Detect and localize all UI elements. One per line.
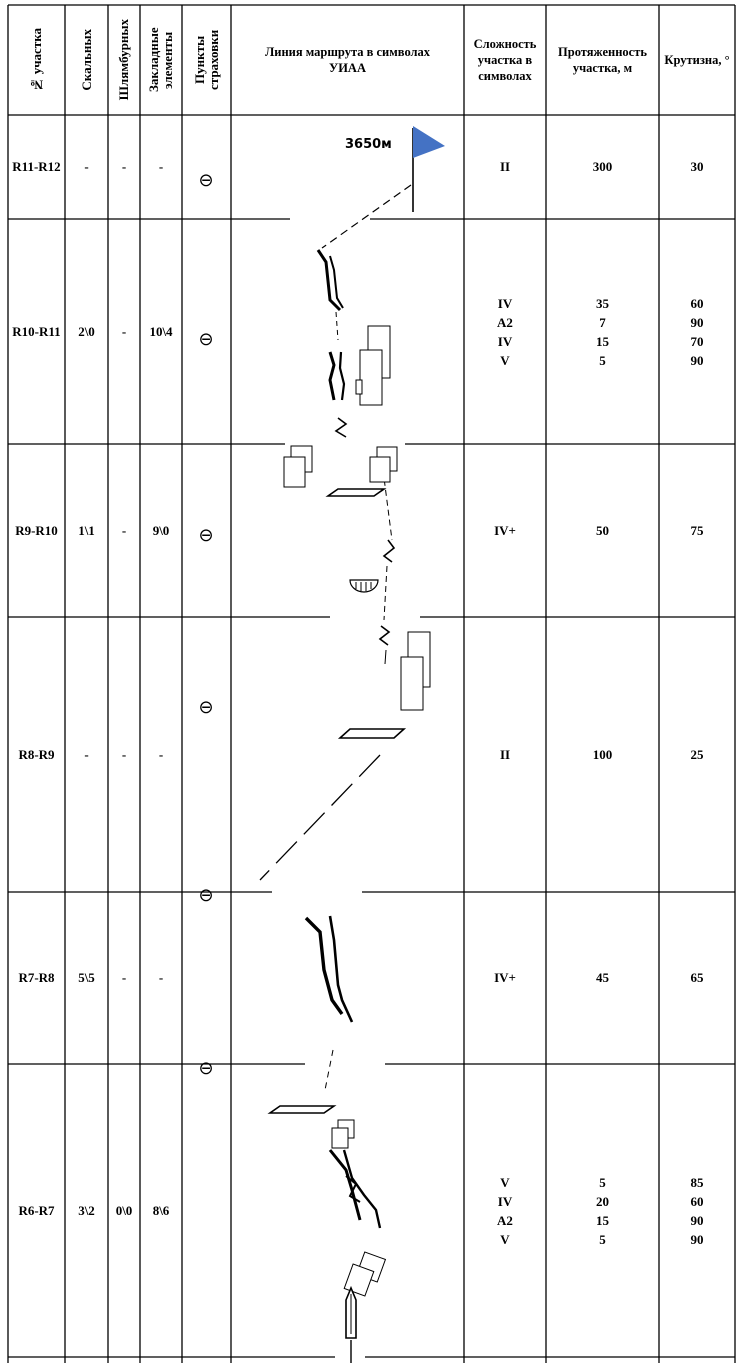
cell-difficulty: II: [499, 746, 511, 762]
cell-bolts: -: [121, 522, 127, 538]
cell-steepness: 25: [690, 746, 704, 762]
summit-flag-icon: [412, 126, 445, 212]
cell-chocks: 10\4: [149, 323, 173, 339]
cell-chocks: 8\6: [152, 1202, 170, 1218]
cell-segment: R8-R9: [18, 746, 55, 762]
cell-steepness: 85 60 90 90: [690, 1174, 704, 1247]
header-route-line: Линия маршрута в символах УИАА: [264, 45, 431, 75]
summit-altitude-label: 3650м: [345, 137, 392, 152]
cell-bolts: -: [121, 970, 127, 985]
cell-steepness: 30: [690, 159, 704, 174]
cell-rock: -: [84, 746, 89, 762]
cell-difficulty: IV A2 IV V: [497, 295, 513, 368]
cell-segment: R10-R11: [12, 323, 61, 339]
cell-segment: R11-R12: [12, 159, 61, 174]
cell-rock: 3\2: [78, 1202, 95, 1218]
belay-point-icon: ⊖: [198, 1058, 213, 1079]
cell-length: 5 20 15 5: [596, 1174, 609, 1247]
cell-rock: 1\1: [78, 522, 95, 538]
cell-bolts: -: [121, 159, 127, 174]
header-chocks: Закладные элементы: [146, 27, 175, 93]
cell-steepness: 65: [690, 970, 704, 985]
rock-block-symbols: [283, 325, 431, 1297]
cell-length: 35 7 15 5: [596, 295, 609, 368]
cell-bolts: -: [121, 746, 127, 762]
cell-difficulty: V IV A2 V: [497, 1174, 513, 1247]
cell-segment: R7-R8: [18, 970, 55, 985]
header-segment: № участка: [28, 27, 44, 93]
header-bolts: Шлямбурных: [116, 19, 131, 101]
cell-difficulty: II: [499, 159, 511, 174]
belay-point-icons: ⊖ ⊖ ⊖ ⊖ ⊖ ⊖: [198, 170, 213, 1079]
cell-rock: 2\0: [78, 323, 95, 339]
header-belay: Пункты страховки: [191, 29, 221, 91]
cell-difficulty: IV+: [494, 970, 516, 985]
cell-length: 300: [592, 159, 613, 174]
belay-point-icon: ⊖: [198, 885, 213, 906]
pillar-icon: [345, 1285, 357, 1339]
cell-bolts: 0\0: [115, 1202, 133, 1218]
cell-steepness: 60 90 70 90: [690, 295, 704, 368]
belay-point-icon: ⊖: [198, 525, 213, 546]
cell-bolts: -: [121, 323, 127, 339]
cell-length: 100: [592, 746, 613, 762]
cell-segment: R9-R10: [15, 522, 58, 538]
belay-point-icon: ⊖: [198, 329, 213, 350]
header-rock: Скальных: [78, 29, 94, 91]
header-difficulty: Сложность участка в символах: [473, 37, 537, 83]
header-steepness: Крутизна, °: [664, 53, 730, 67]
cell-steepness: 75: [690, 522, 704, 538]
cell-difficulty: IV+: [494, 522, 516, 538]
header-length: Протяженность участка, м: [558, 45, 647, 75]
belay-point-icon: ⊖: [198, 697, 213, 718]
cell-chocks: -: [158, 159, 164, 174]
cell-chocks: -: [158, 970, 164, 985]
cell-rock: -: [84, 159, 89, 174]
ledge-symbols: [267, 488, 407, 1114]
cell-length: 45: [596, 970, 609, 985]
cell-chocks: -: [158, 746, 164, 762]
cell-segment: R6-R7: [18, 1202, 55, 1218]
route-line-gaps: [272, 212, 420, 1363]
belay-point-icon: ⊖: [198, 170, 213, 191]
cell-rock: 5\5: [78, 970, 95, 985]
cell-chocks: 9\0: [152, 522, 170, 538]
cell-length: 50: [596, 522, 609, 538]
overhang-icon: [349, 579, 379, 593]
